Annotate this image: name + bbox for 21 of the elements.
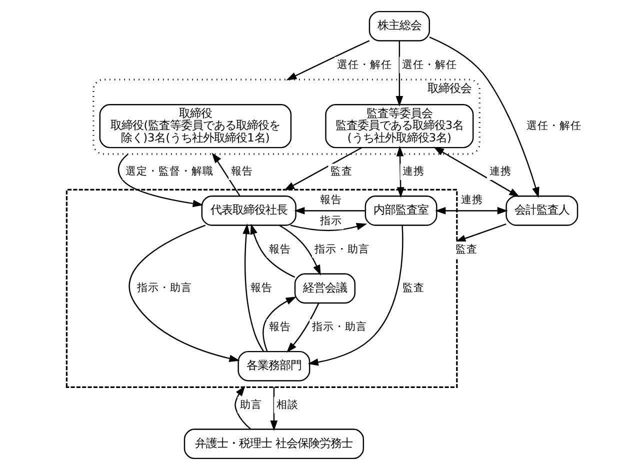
edge-label: 報告 <box>268 321 291 334</box>
edge-label: 選任・解任 <box>526 120 582 132</box>
edge-label: 選任・解任 <box>401 58 456 71</box>
edge-label: 監査 <box>402 282 424 294</box>
edge-label: 相談 <box>276 398 298 411</box>
edge-label: 報告 <box>250 282 272 294</box>
edge-label: 選任・解任 <box>336 58 392 71</box>
edge-label: 指示 <box>320 214 342 227</box>
edge-label: 連携 <box>460 194 482 206</box>
edge-label: 連携 <box>402 166 424 178</box>
edge-label: 指示・助言 <box>136 282 192 294</box>
edge-label: 連携 <box>488 166 511 178</box>
edge-label: 報告 <box>268 243 291 256</box>
edge-label: 報告 <box>230 166 253 178</box>
edge-label: 助言 <box>239 398 262 411</box>
edge-label: 指示・助言 <box>314 243 369 256</box>
edge-label: 指示・助言 <box>312 321 366 334</box>
edge-label: 監査 <box>330 166 352 178</box>
edge-label: 報告 <box>320 194 342 206</box>
edge-label: 監査 <box>454 243 477 256</box>
edge-label: 選定・監督・解職 <box>124 166 213 178</box>
